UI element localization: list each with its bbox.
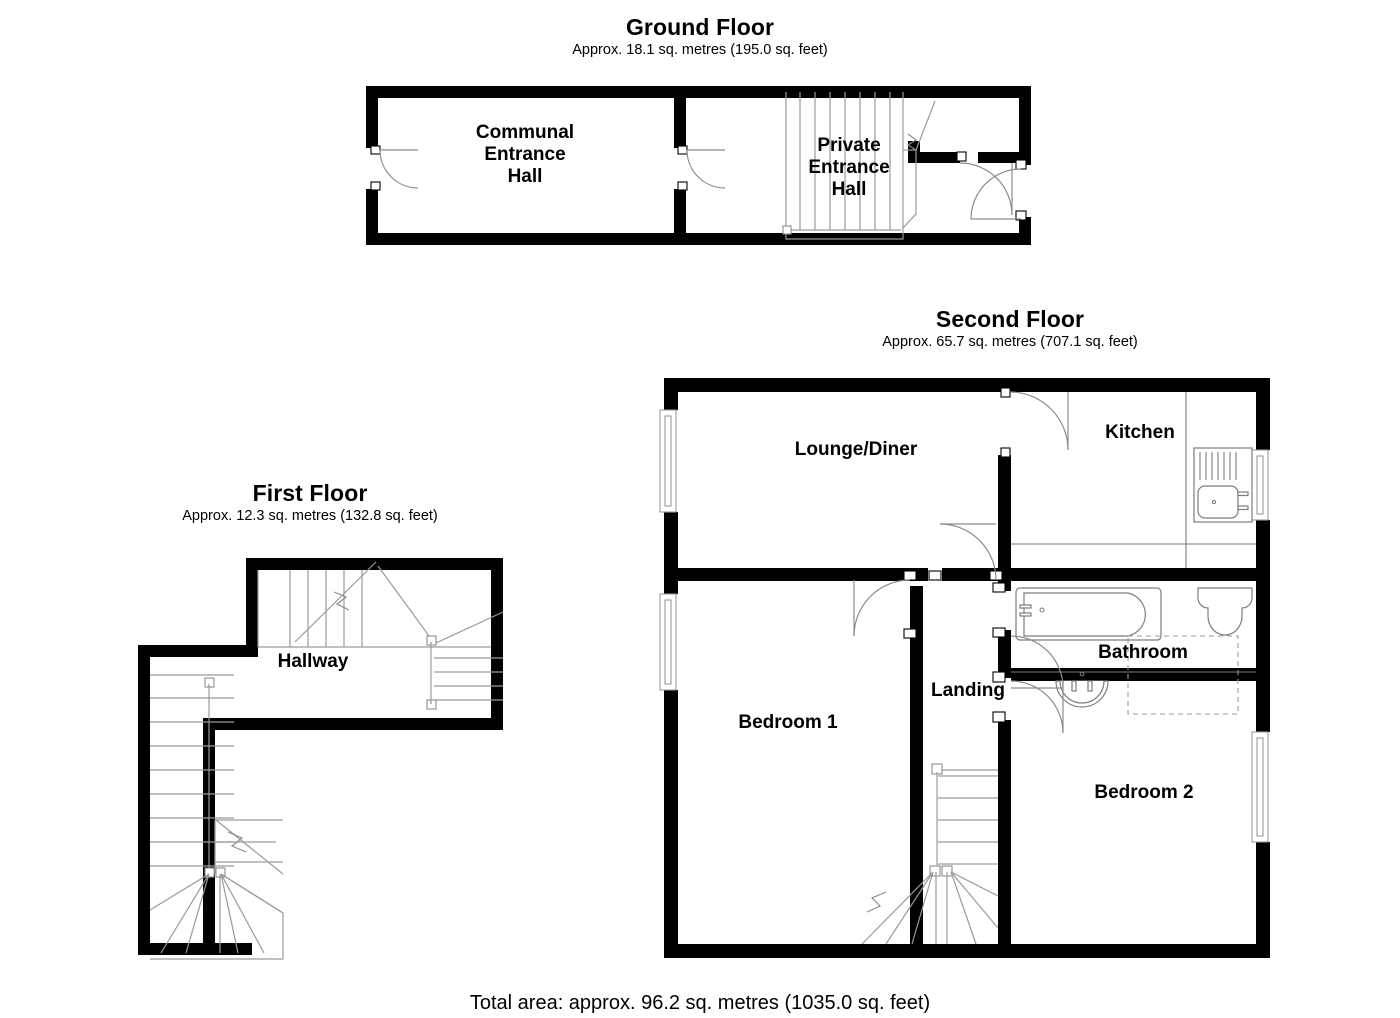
basin: [1011, 671, 1256, 708]
window-bedroom2-right: [1251, 731, 1269, 843]
first-floor-heading: First Floor Approx. 12.3 sq. metres (132…: [0, 480, 620, 526]
window-bedroom1-left: [659, 593, 677, 691]
toilet: [1197, 587, 1253, 636]
first-floor-block: First Floor Approx. 12.3 sq. metres (132…: [0, 470, 620, 990]
second-floor-title: Second Floor: [935, 306, 1085, 332]
ground-floor-subtitle: Approx. 18.1 sq. metres (195.0 sq. feet): [572, 42, 828, 58]
shower-enclosure-dashed: [1127, 635, 1239, 715]
second-floor-heading: Second Floor Approx. 65.7 sq. metres (70…: [620, 306, 1400, 352]
window-lounge-left: [659, 409, 677, 513]
ground-floor-title: Ground Floor: [625, 14, 775, 40]
ground-floor-heading: Ground Floor Approx. 18.1 sq. metres (19…: [0, 14, 1400, 60]
second-floor-block: Second Floor Approx. 65.7 sq. metres (70…: [620, 300, 1400, 980]
total-area-text: Total area: approx. 96.2 sq. metres (103…: [469, 992, 931, 1014]
second-floor-subtitle: Approx. 65.7 sq. metres (707.1 sq. feet): [882, 334, 1138, 350]
window-kitchen-right: [1251, 449, 1269, 521]
first-floor-subtitle: Approx. 12.3 sq. metres (132.8 sq. feet): [182, 508, 438, 524]
door-bedroom-1: [853, 570, 917, 639]
door-kitchen: [1000, 387, 1069, 458]
door-lounge: [928, 523, 1003, 581]
first-floor-title: First Floor: [252, 480, 368, 506]
first-floor-drawing: [138, 558, 504, 960]
kitchen-counter: [1011, 392, 1256, 568]
second-floor-drawing: [659, 378, 1270, 958]
kitchen-sink: [1193, 447, 1253, 523]
door-bedroom-2: [992, 671, 1064, 734]
bathtub: [1015, 587, 1162, 641]
landing-staircase: [861, 763, 999, 945]
ground-floor-block: Ground Floor Approx. 18.1 sq. metres (19…: [0, 0, 1400, 270]
ground-floor-drawing: [366, 86, 1031, 245]
